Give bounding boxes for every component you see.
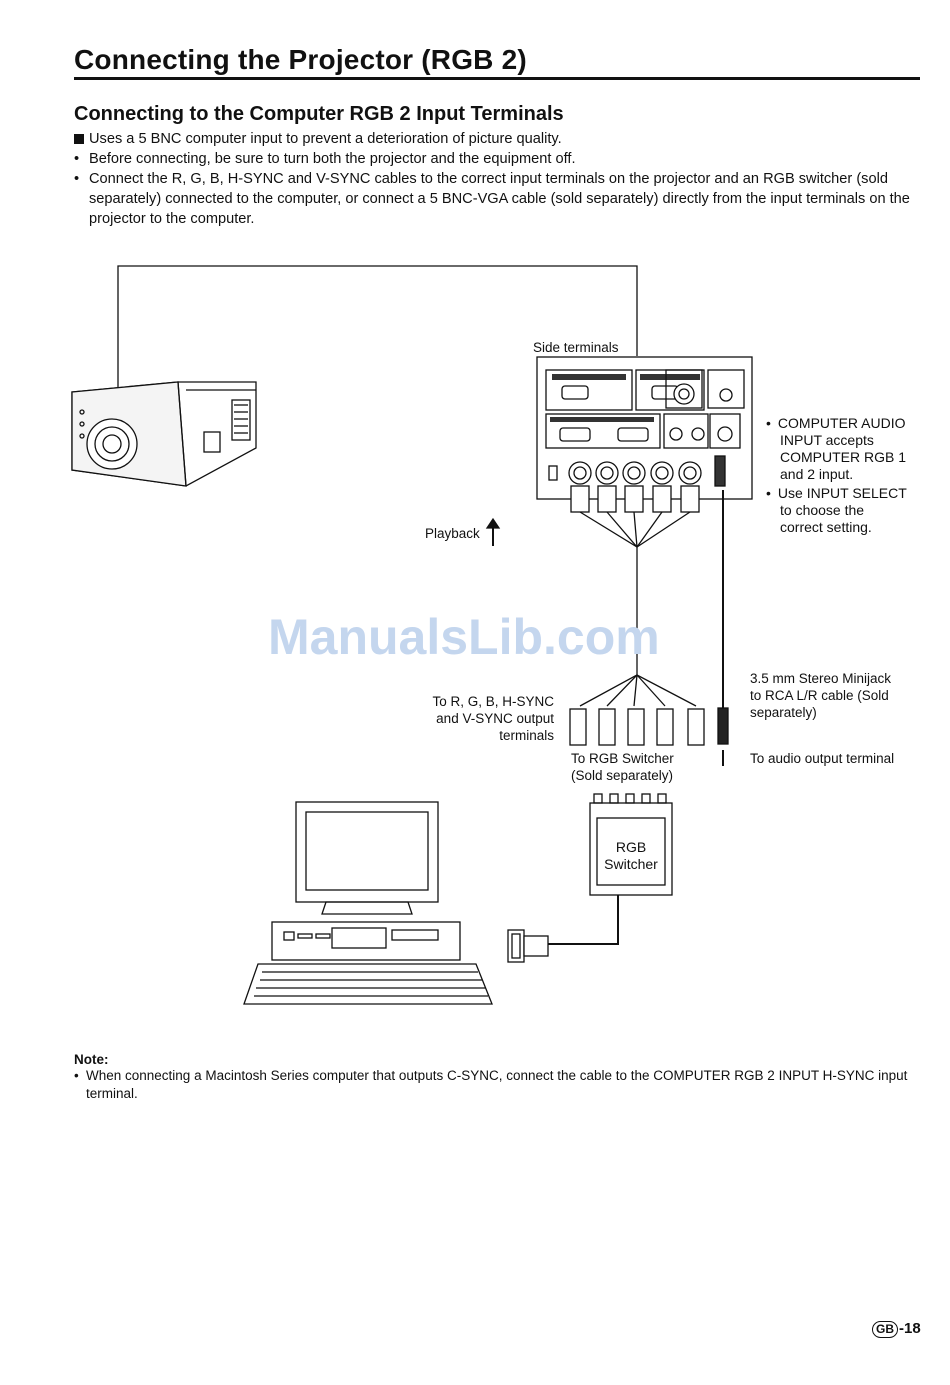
section-heading: Connecting to the Computer RGB 2 Input T…	[74, 103, 564, 125]
audio-note-1-line: COMPUTER RGB 1	[780, 449, 907, 465]
minijack-cable-line: separately)	[750, 705, 817, 720]
bnc-output-line: terminals	[499, 728, 554, 743]
rgb-switcher-label: To RGB Switcher (Sold separately)	[571, 750, 674, 784]
bnc-output-line: and V-SYNC output	[436, 711, 554, 726]
switcher-box-line-1: RGB	[616, 839, 646, 855]
bnc-plugs-lower	[569, 708, 705, 746]
vga-connector-illustration	[507, 929, 549, 963]
list-item-text: Connect the R, G, B, H-SYNC and V-SYNC c…	[89, 171, 910, 227]
side-terminals-panel	[536, 356, 753, 500]
page-number-text: -18	[899, 1320, 921, 1337]
square-bullet-icon	[74, 134, 84, 144]
dot-bullet-icon: •	[74, 1068, 79, 1083]
list-item: • Before connecting, be sure to turn both…	[74, 149, 914, 169]
switcher-box-line-2: Switcher	[604, 856, 658, 872]
audio-note-2-line: • Use INPUT SELECT	[766, 485, 907, 501]
audio-note-2-line: to choose the	[780, 502, 865, 518]
note-item-text: When connecting a Macintosh Series compu…	[86, 1068, 908, 1101]
list-item: Uses a 5 BNC computer input to prevent a…	[74, 129, 914, 149]
list-item-text: Uses a 5 BNC computer input to prevent a…	[89, 131, 562, 147]
audio-note-1: • COMPUTER AUDIO INPUT accepts COMPUTER …	[766, 415, 906, 483]
minijack-cable-label: 3.5 mm Stereo Minijack to RCA L/R cable …	[750, 670, 891, 721]
audio-note-1-line: and 2 input.	[780, 466, 854, 482]
side-terminals-label: Side terminals	[533, 340, 619, 355]
computer-monitor-illustration	[243, 801, 493, 1005]
watermark: ManualsLib.com	[268, 609, 660, 665]
rgb-switcher-line: To RGB Switcher	[571, 751, 674, 766]
note-body: • When connecting a Macintosh Series comp…	[74, 1067, 914, 1103]
audio-note-2: • Use INPUT SELECT to choose the correct…	[766, 485, 907, 536]
note-item: • When connecting a Macintosh Series comp…	[74, 1067, 914, 1103]
audio-note-1-line: INPUT accepts	[780, 432, 874, 448]
title-rule	[74, 77, 920, 80]
gb-badge: GB	[872, 1321, 898, 1338]
list-item-text: Before connecting, be sure to turn both …	[89, 151, 576, 167]
audio-note-1-line: • COMPUTER AUDIO	[766, 415, 906, 431]
page-number: GB-18	[872, 1320, 921, 1338]
bnc-output-label: To R, G, B, H-SYNC and V-SYNC output ter…	[400, 693, 554, 744]
minijack-cable-line: 3.5 mm Stereo Minijack	[750, 671, 892, 686]
minijack-cable-line: to RCA L/R cable (Sold	[750, 688, 889, 703]
note-heading: Note:	[74, 1052, 109, 1067]
rgb-switcher-illustration	[589, 793, 673, 896]
playback-label: Playback	[425, 526, 480, 541]
audio-output-label: To audio output terminal	[750, 751, 895, 766]
bnc-output-line: To R, G, B, H-SYNC	[432, 694, 554, 709]
rgb-switcher-line: (Sold separately)	[571, 768, 674, 783]
list-item: • Connect the R, G, B, H-SYNC and V-SYNC …	[74, 169, 914, 229]
bnc-plugs-upper	[570, 485, 700, 513]
dot-bullet-icon: •	[74, 151, 80, 167]
dot-bullet-icon: •	[74, 171, 80, 187]
projector-illustration	[71, 381, 257, 487]
audio-note-2-line: correct setting.	[780, 519, 872, 535]
instruction-list: Uses a 5 BNC computer input to prevent a…	[74, 129, 914, 229]
page-title: Connecting the Projector (RGB 2)	[74, 44, 527, 75]
